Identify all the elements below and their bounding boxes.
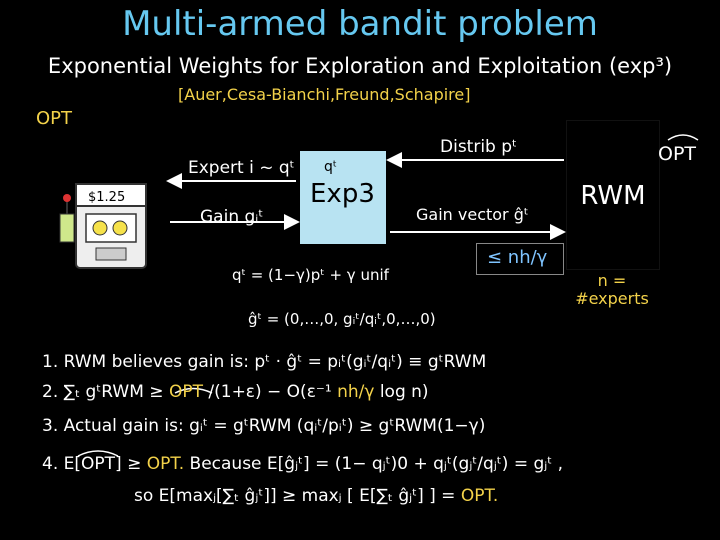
gain-vector-label: Gain vector ĝᵗ bbox=[416, 205, 529, 224]
proof-line-4-e: Because E[ĝⱼᵗ] = (1− qⱼᵗ)0 + qⱼᵗ(gⱼᵗ/qⱼᵗ… bbox=[184, 454, 564, 474]
bound-label: ≤ nh/γ bbox=[487, 247, 548, 268]
proof-line-2-opt: OPT bbox=[168, 382, 203, 402]
proof-line-1: 1. RWM believes gain is: pᵗ · ĝᵗ = pᵢᵗ(g… bbox=[42, 352, 487, 372]
proof-line-5-a: so E[maxⱼ[∑ₜ ĝⱼᵗ]] ≥ maxⱼ [ E[∑ₜ ĝⱼᵗ] ] … bbox=[134, 486, 461, 506]
opt-hat-right bbox=[667, 134, 699, 141]
rwm-inner bbox=[567, 121, 659, 269]
q-update-formula: qᵗ = (1−γ)pᵗ + γ unif bbox=[232, 266, 389, 284]
citation: [Auer,Cesa-Bianchi,Freund,Schapire] bbox=[178, 85, 471, 104]
gain-label: Gain gᵢᵗ bbox=[200, 207, 264, 227]
slide-title: Multi-armed bandit problem bbox=[122, 4, 598, 44]
proof-line-4: 4. E[OPT] ≥ OPT. Because E[ĝⱼᵗ] = (1− qⱼ… bbox=[42, 454, 563, 474]
proof-line-4-c: ] ≥ bbox=[115, 454, 147, 474]
rwm-name: RWM bbox=[580, 181, 646, 211]
proof-line-3: 3. Actual gain is: gᵢᵗ = gᵗRWM (qᵢᵗ/pᵢᵗ)… bbox=[42, 416, 486, 436]
proof-line-4-opt: OPT. bbox=[146, 454, 185, 474]
proof-line-2-c: /(1+ε) − O(ε⁻¹ bbox=[202, 382, 338, 402]
slot-machine-icon: $1.25 bbox=[59, 183, 147, 269]
distrib-label: Distrib pᵗ bbox=[440, 137, 518, 157]
proof-line-2-nh: nh/γ bbox=[337, 382, 375, 402]
opt-label-right: OPT bbox=[658, 143, 697, 165]
bound-box: ≤ nh/γ bbox=[476, 243, 564, 275]
proof-line-2-e: log n) bbox=[374, 382, 429, 402]
bandit-price: $1.25 bbox=[88, 190, 125, 205]
exp3-q-label: qᵗ bbox=[324, 159, 338, 175]
exp3-box: qᵗ Exp3 bbox=[300, 151, 386, 244]
expert-label: Expert i ~ qᵗ bbox=[188, 158, 295, 178]
exp3-name: Exp3 bbox=[310, 179, 375, 209]
opt-label-left: OPT bbox=[36, 108, 73, 129]
n-experts-label: n = #experts bbox=[575, 271, 649, 308]
proof-line-5-opt: OPT. bbox=[460, 486, 499, 506]
slide-subtitle: Exponential Weights for Exploration and … bbox=[47, 54, 673, 78]
proof-line-2-a: 2. ∑ₜ gᵗRWM ≥ bbox=[42, 382, 169, 402]
rwm-box: RWM bbox=[566, 120, 660, 270]
proof-line-4-opt-hat: OPT bbox=[81, 454, 116, 474]
proof-line-2: 2. ∑ₜ gᵗRWM ≥ OPT /(1+ε) − O(ε⁻¹ nh/γ lo… bbox=[42, 382, 429, 402]
proof-line-5: so E[maxⱼ[∑ₜ ĝⱼᵗ]] ≥ maxⱼ [ E[∑ₜ ĝⱼᵗ] ] … bbox=[134, 486, 498, 506]
proof-line-4-a: 4. E[ bbox=[42, 454, 81, 474]
g-hat-formula: ĝᵗ = (0,…,0, gᵢᵗ/qᵢᵗ,0,…,0) bbox=[248, 310, 436, 328]
